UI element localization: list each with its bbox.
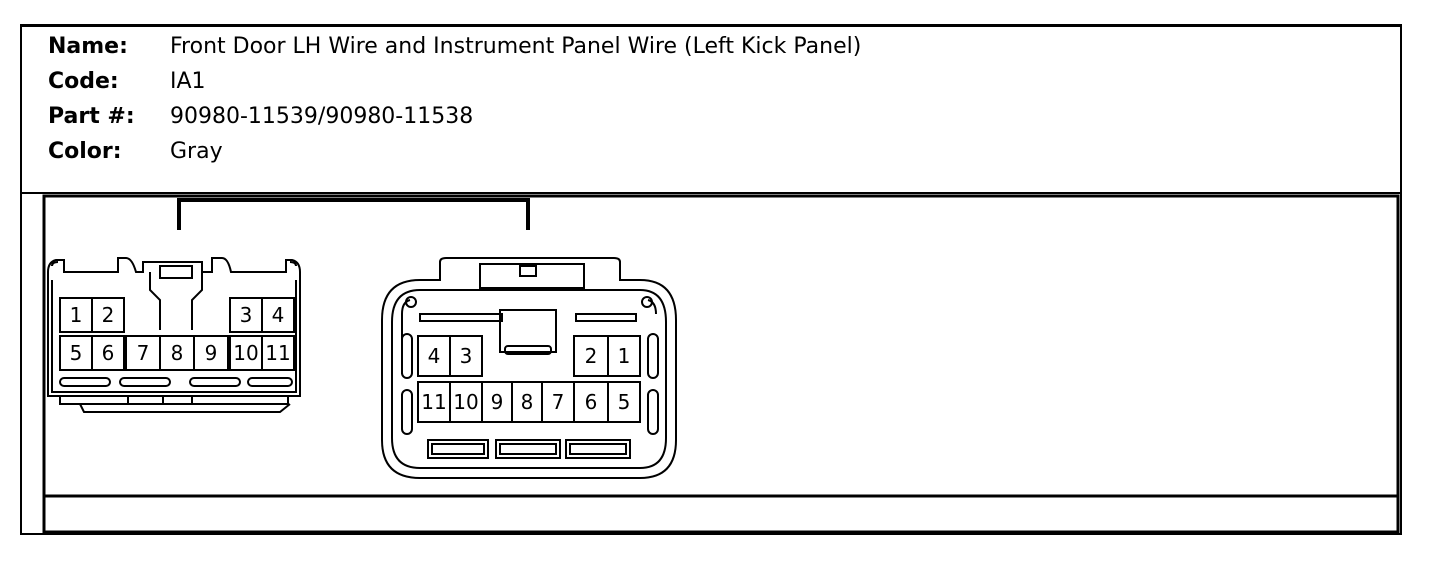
name-label: Name: [48,34,128,59]
right-connector-housing [381,257,677,479]
diagram-frame [20,25,1402,535]
left-pin-cell-11 [261,335,295,371]
pair-bracket [177,198,530,230]
left-pin-cell-1 [59,297,93,333]
left-pin-cell-4 [261,297,295,333]
right-side-rib [647,333,659,379]
right-guide [575,313,637,322]
left-pin-label: 8 [171,341,184,365]
part-value: 90980-11539/90980-11538 [170,104,474,129]
code-value: IA1 [170,69,206,94]
right-pin-label: 8 [521,390,534,414]
left-pin-cell-7 [125,335,161,371]
right-pin-label: 6 [585,390,598,414]
left-slot [59,377,111,387]
right-side-rib [647,389,659,435]
right-corner-dot [405,296,417,308]
name-value: Front Door LH Wire and Instrument Panel … [170,34,862,59]
right-pin-cell-4 [607,335,641,377]
left-pin-cell-5 [59,335,93,371]
right-slot [427,439,489,459]
right-pin-label: 10 [453,390,478,414]
right-pin-cell-1 [417,335,451,377]
left-pin-cell-3 [229,297,263,333]
right-pin-label: 4 [428,344,441,368]
left-pin-label: 10 [233,341,258,365]
right-pin-cell-8 [511,381,543,423]
right-pin-label: 7 [552,390,565,414]
left-connector [47,257,301,413]
left-connector-lip [59,396,289,405]
left-connector-inner-wall [51,280,297,393]
right-pin-cell-6 [449,381,483,423]
left-pin-label: 3 [240,303,253,327]
right-pin-cell-7 [481,381,513,423]
left-pin-label: 2 [102,303,115,327]
right-latch [479,263,585,289]
left-pin-label: 9 [205,341,218,365]
right-pin-label: 9 [491,390,504,414]
left-pin-cell-8 [159,335,195,371]
left-pin-label: 7 [137,341,150,365]
right-latch-tab [519,265,537,277]
part-label: Part #: [48,104,135,129]
color-value: Gray [170,139,223,164]
left-pin-label: 6 [102,341,115,365]
left-pin-cell-10 [229,335,263,371]
right-pin-cell-11 [607,381,641,423]
right-key [499,309,557,353]
left-pin-label: 4 [272,303,285,327]
right-side-rib [401,389,413,435]
left-pin-cell-9 [193,335,229,371]
left-pin-cell-6 [91,335,125,371]
left-lock-tab [159,265,193,279]
code-label: Code: [48,69,119,94]
right-connector [381,257,677,479]
right-slot [565,439,631,459]
left-connector-housing [47,257,301,397]
connector-panel [42,194,1400,534]
left-slot [247,377,293,387]
right-pin-label: 1 [618,344,631,368]
right-guide [419,313,503,322]
left-slot [119,377,171,387]
right-pin-label: 3 [460,344,473,368]
right-pin-cell-9 [541,381,575,423]
right-corner-dot [641,296,653,308]
right-pin-cell-2 [449,335,483,377]
color-label: Color: [48,139,122,164]
right-connector-inner-wall [391,289,667,469]
right-pin-label: 11 [421,390,446,414]
left-pin-label: 5 [70,341,83,365]
right-side-rib [401,333,413,379]
left-pin-cell-2 [91,297,125,333]
right-pin-cell-10 [573,381,609,423]
right-pin-label: 5 [618,390,631,414]
right-slot [495,439,561,459]
left-slot [189,377,241,387]
left-pin-label: 1 [70,303,83,327]
right-pin-label: 2 [585,344,598,368]
left-pin-label: 11 [265,341,290,365]
